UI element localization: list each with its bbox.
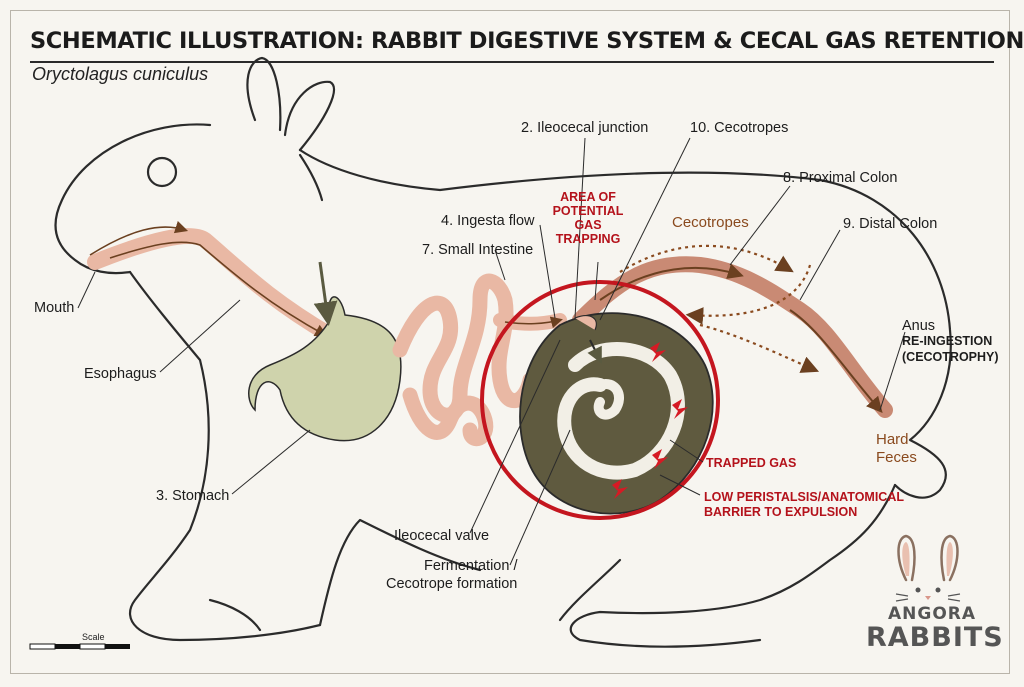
label-ingesta-flow: 4. Ingesta flow <box>441 213 535 229</box>
colon-tract <box>572 256 893 418</box>
scale-label: Scale <box>82 632 105 642</box>
label-anus: Anus <box>902 318 936 334</box>
diagram-frame <box>10 10 1010 674</box>
species-subtitle: Oryctolagus cuniculus <box>32 64 209 84</box>
angora-rabbits-logo: ANGORA RABBITS <box>858 530 1003 660</box>
label-stomach: 3. Stomach <box>156 488 230 504</box>
warning-trapped-gas: TRAPPED GAS <box>706 456 797 470</box>
warning-barrier-expulsion: BARRIER TO EXPULSION <box>704 505 858 519</box>
stomach-organ <box>248 296 402 442</box>
small-intestine-coils <box>392 273 538 447</box>
trapped-gas-bolt-icons <box>612 342 688 499</box>
cecum-inner-fold <box>557 342 685 480</box>
logo-text-angora: ANGORA <box>888 604 977 624</box>
label-cecotropes-flow: Cecotropes <box>672 214 749 231</box>
label-cecotropes-number: 10. Cecotropes <box>690 120 789 136</box>
label-ileocecal-junction: 2. Ileocecal junction <box>521 120 649 136</box>
rabbit-body-outline <box>54 56 952 648</box>
scale-bar <box>29 643 130 650</box>
label-hard: Hard <box>876 431 909 448</box>
label-fermentation: Fermentation / <box>424 558 518 574</box>
label-small-intestine: 7. Small Intestine <box>422 242 534 258</box>
label-mouth: Mouth <box>34 300 75 316</box>
label-cecotrophy: (CECOTROPHY) <box>902 350 999 364</box>
label-feces: Feces <box>876 449 917 466</box>
label-proximal-colon: 8. Proximal Colon <box>783 170 898 186</box>
page-title: SCHEMATIC ILLUSTRATION: RABBIT DIGESTIVE… <box>30 28 1024 54</box>
logo-text-rabbits: RABBITS <box>866 622 1004 653</box>
title-divider <box>30 61 994 63</box>
label-reingestion: RE-INGESTION <box>902 334 993 348</box>
gas-trapping-highlight-circle <box>480 280 720 520</box>
label-esophagus: Esophagus <box>84 366 157 382</box>
label-cecotrope-formation: Cecotrope formation <box>386 576 518 592</box>
warning-gas-trapping-area: AREA OF POTENTIAL GAS TRAPPING <box>552 190 624 246</box>
label-distal-colon: 9. Distal Colon <box>843 216 938 232</box>
warning-low-peristalsis: LOW PERISTALSIS/ANATOMICAL <box>704 490 904 504</box>
label-ileocecal-valve: Ileocecal valve <box>394 528 490 544</box>
esophagus-tube <box>87 228 338 343</box>
bunny-face-icon <box>895 534 961 602</box>
